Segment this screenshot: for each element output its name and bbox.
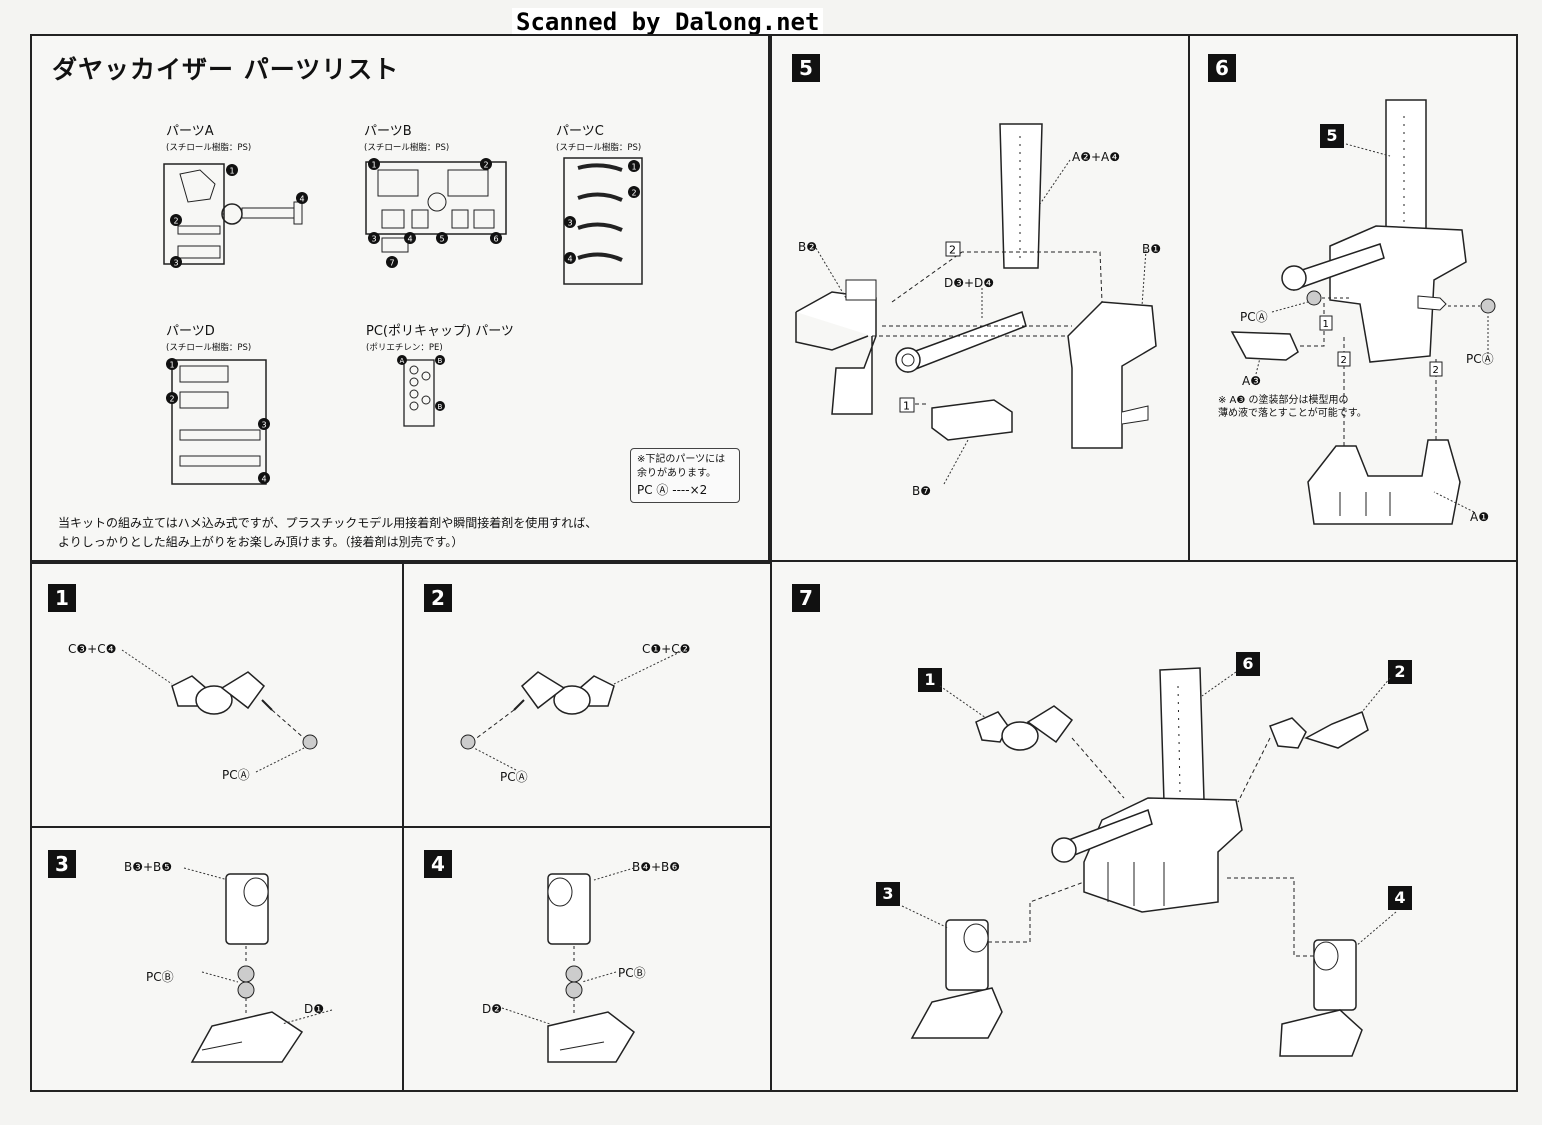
step-1-number: 1 — [48, 584, 76, 612]
step-3-panel: 3 B❸+B❺ PCⒷ D❶ — [30, 826, 404, 1092]
step-6-number: 6 — [1208, 54, 1236, 82]
step-5-label-b2: B❷ — [798, 240, 817, 254]
svg-text:3: 3 — [174, 259, 179, 268]
step-4-leg-diagram — [501, 867, 635, 1063]
step-1-part-label: C❸+C❹ — [68, 642, 117, 656]
spare-parts-note: ※下記のパーツには 余りがあります。 PC Ⓐ ----×2 — [630, 448, 740, 504]
sprue-b-heading: パーツB (スチロール樹脂：PS) — [364, 124, 450, 153]
step-7-callout-1: 1 — [918, 668, 942, 692]
svg-text:A: A — [400, 357, 405, 365]
sprue-b-diagram: 1 2 3 4 5 6 7 — [365, 158, 507, 268]
svg-text:1: 1 — [1323, 319, 1329, 330]
sprue-pc-heading: PC(ポリキャップ) パーツ (ポリエチレン：PE) — [366, 324, 514, 353]
svg-text:3: 3 — [372, 235, 377, 244]
svg-text:6: 6 — [494, 235, 499, 244]
step-3-part-label: B❸+B❺ — [124, 860, 173, 874]
step-2-part-label: C❶+C❷ — [642, 642, 691, 656]
step-6-sub-step-number: 5 — [1320, 124, 1344, 148]
step-7-callout-2: 2 — [1388, 660, 1412, 684]
sprue-a-heading: パーツA (スチロール樹脂：PS) — [166, 124, 252, 153]
step-5-label-b1: B❶ — [1142, 242, 1161, 256]
parts-list-panel: ダヤッカイザー パーツリスト パーツA (スチロール樹脂：PS) 1 2 3 4… — [30, 34, 770, 562]
step-6-pc-right-label: PCⒶ — [1466, 352, 1494, 366]
svg-text:2: 2 — [484, 161, 489, 170]
step-6-pc-left-label: PCⒶ — [1240, 310, 1268, 324]
step-2-pc-label: PCⒶ — [500, 770, 528, 784]
step-2-arm-diagram — [460, 649, 685, 771]
step-5-panel: 5 A❷+A❹ B❷ D❸+D❹ B❶ B❼ 2 1 — [770, 34, 1190, 562]
svg-text:2: 2 — [1433, 365, 1439, 376]
step-7-panel: 7 1 6 2 3 4 — [770, 560, 1518, 1092]
scanner-watermark: Scanned by Dalong.net — [512, 8, 824, 36]
svg-text:1: 1 — [372, 161, 377, 170]
step-7-callout-6: 6 — [1236, 652, 1260, 676]
svg-text:1: 1 — [230, 167, 235, 176]
sprue-pc-diagram: A B B — [397, 355, 445, 427]
step-2-panel: 2 C❶+C❷ PCⒶ — [402, 562, 772, 828]
step-1-arm-diagram — [121, 649, 318, 773]
svg-text:2: 2 — [1341, 355, 1347, 366]
svg-text:1: 1 — [632, 163, 637, 172]
step-5-label-d3d4: D❸+D❹ — [944, 276, 995, 290]
svg-text:1: 1 — [170, 361, 175, 370]
step-3-leg-diagram — [183, 867, 333, 1063]
step-6-a1-label: A❶ — [1470, 510, 1489, 524]
step-4-number: 4 — [424, 850, 452, 878]
svg-text:4: 4 — [408, 235, 413, 244]
step-6-paint-note: ※ A❸ の塗装部分は模型用の 薄め液で落とすことが可能です。 — [1218, 395, 1367, 419]
step-7-callout-4: 4 — [1388, 886, 1412, 910]
step-7-callout-3: 3 — [876, 882, 900, 906]
step-7-final-assembly-diagram — [901, 667, 1397, 1057]
svg-text:B: B — [438, 357, 443, 365]
step-1-panel: 1 C❸+C❹ PCⒶ — [30, 562, 404, 828]
svg-text:2: 2 — [170, 395, 175, 404]
step-1-pc-label: PCⒶ — [222, 768, 250, 782]
step-5-label-a2a4: A❷+A❹ — [1072, 150, 1120, 164]
svg-text:3: 3 — [262, 421, 267, 430]
sprue-d-diagram: 1 2 3 4 — [166, 358, 270, 485]
svg-text:2: 2 — [174, 217, 179, 226]
step-5-body-diagram: 2 1 — [795, 123, 1157, 485]
step-5-number: 5 — [792, 54, 820, 82]
sprue-a-diagram: 1 2 3 4 — [163, 163, 308, 268]
assembly-instructions: 当キットの組み立てはハメ込み式ですが、プラスチックモデル用接着剤や瞬間接着剤を使… — [58, 516, 598, 550]
sprue-d-heading: パーツD (スチロール樹脂：PS) — [166, 324, 252, 353]
step-6-panel: 6 5 PCⒶ PCⒶ A❸ A❶ ※ A❸ の塗装部分は模型用の 薄め液で落と… — [1188, 34, 1518, 562]
step-3-pc-label: PCⒷ — [146, 970, 174, 984]
parts-list-title: ダヤッカイザー パーツリスト — [52, 55, 400, 84]
svg-text:B: B — [438, 403, 443, 411]
svg-text:5: 5 — [440, 235, 445, 244]
svg-text:2: 2 — [632, 189, 637, 198]
svg-text:1: 1 — [903, 400, 910, 413]
step-4-pc-label: PCⒷ — [618, 966, 646, 980]
step-7-number: 7 — [792, 584, 820, 612]
step-4-panel: 4 B❹+B❻ PCⒷ D❷ — [402, 826, 772, 1092]
step-3-number: 3 — [48, 850, 76, 878]
svg-text:4: 4 — [262, 475, 267, 484]
sprue-c-heading: パーツC (スチロール樹脂：PS) — [556, 124, 642, 153]
svg-text:3: 3 — [568, 219, 573, 228]
step-4-foot-label: D❷ — [482, 1002, 502, 1016]
step-2-number: 2 — [424, 584, 452, 612]
step-5-label-b7: B❼ — [912, 484, 931, 498]
step-4-part-label: B❹+B❻ — [632, 860, 681, 874]
step-6-a3-label: A❸ — [1242, 374, 1261, 388]
step-6-assembly-diagram: 1 2 2 — [1230, 99, 1496, 525]
step-3-foot-label: D❶ — [304, 1002, 324, 1016]
svg-text:2: 2 — [949, 244, 956, 257]
svg-text:4: 4 — [568, 255, 573, 264]
svg-text:7: 7 — [390, 259, 395, 268]
sprue-c-diagram: 1 2 3 4 — [563, 157, 643, 285]
svg-text:4: 4 — [300, 195, 305, 204]
